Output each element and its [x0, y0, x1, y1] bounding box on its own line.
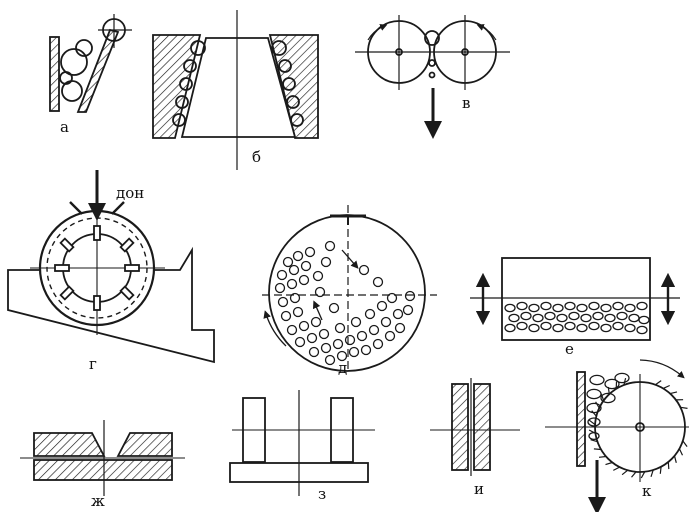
label-zh: ж	[91, 492, 105, 510]
diagram-g-hammer-mill	[7, 170, 215, 364]
diagram-a-jaw-crusher	[49, 14, 132, 113]
label-feed: дон	[116, 184, 145, 202]
diagram-d-ball-mill	[262, 205, 437, 372]
diagram-k-toothed-roll-crusher	[545, 359, 689, 512]
label-d: д	[338, 359, 348, 377]
label-g: г	[89, 355, 97, 373]
label-v: в	[462, 94, 471, 112]
diagram-v-roll-crusher	[355, 15, 510, 139]
diagram-b-cone-crusher	[152, 10, 319, 170]
diagram-e-vibrating-mill	[470, 257, 680, 341]
label-a: а	[60, 118, 69, 136]
label-e: е	[565, 340, 574, 358]
diagram-z-disc-mill	[229, 390, 375, 496]
label-z: з	[318, 485, 327, 503]
diagram-i-attrition-discs	[430, 378, 520, 476]
label-k: к	[642, 482, 652, 500]
diagram-zh-colloid-mill	[20, 420, 185, 496]
label-b: б	[252, 148, 262, 166]
label-i: и	[474, 480, 484, 498]
